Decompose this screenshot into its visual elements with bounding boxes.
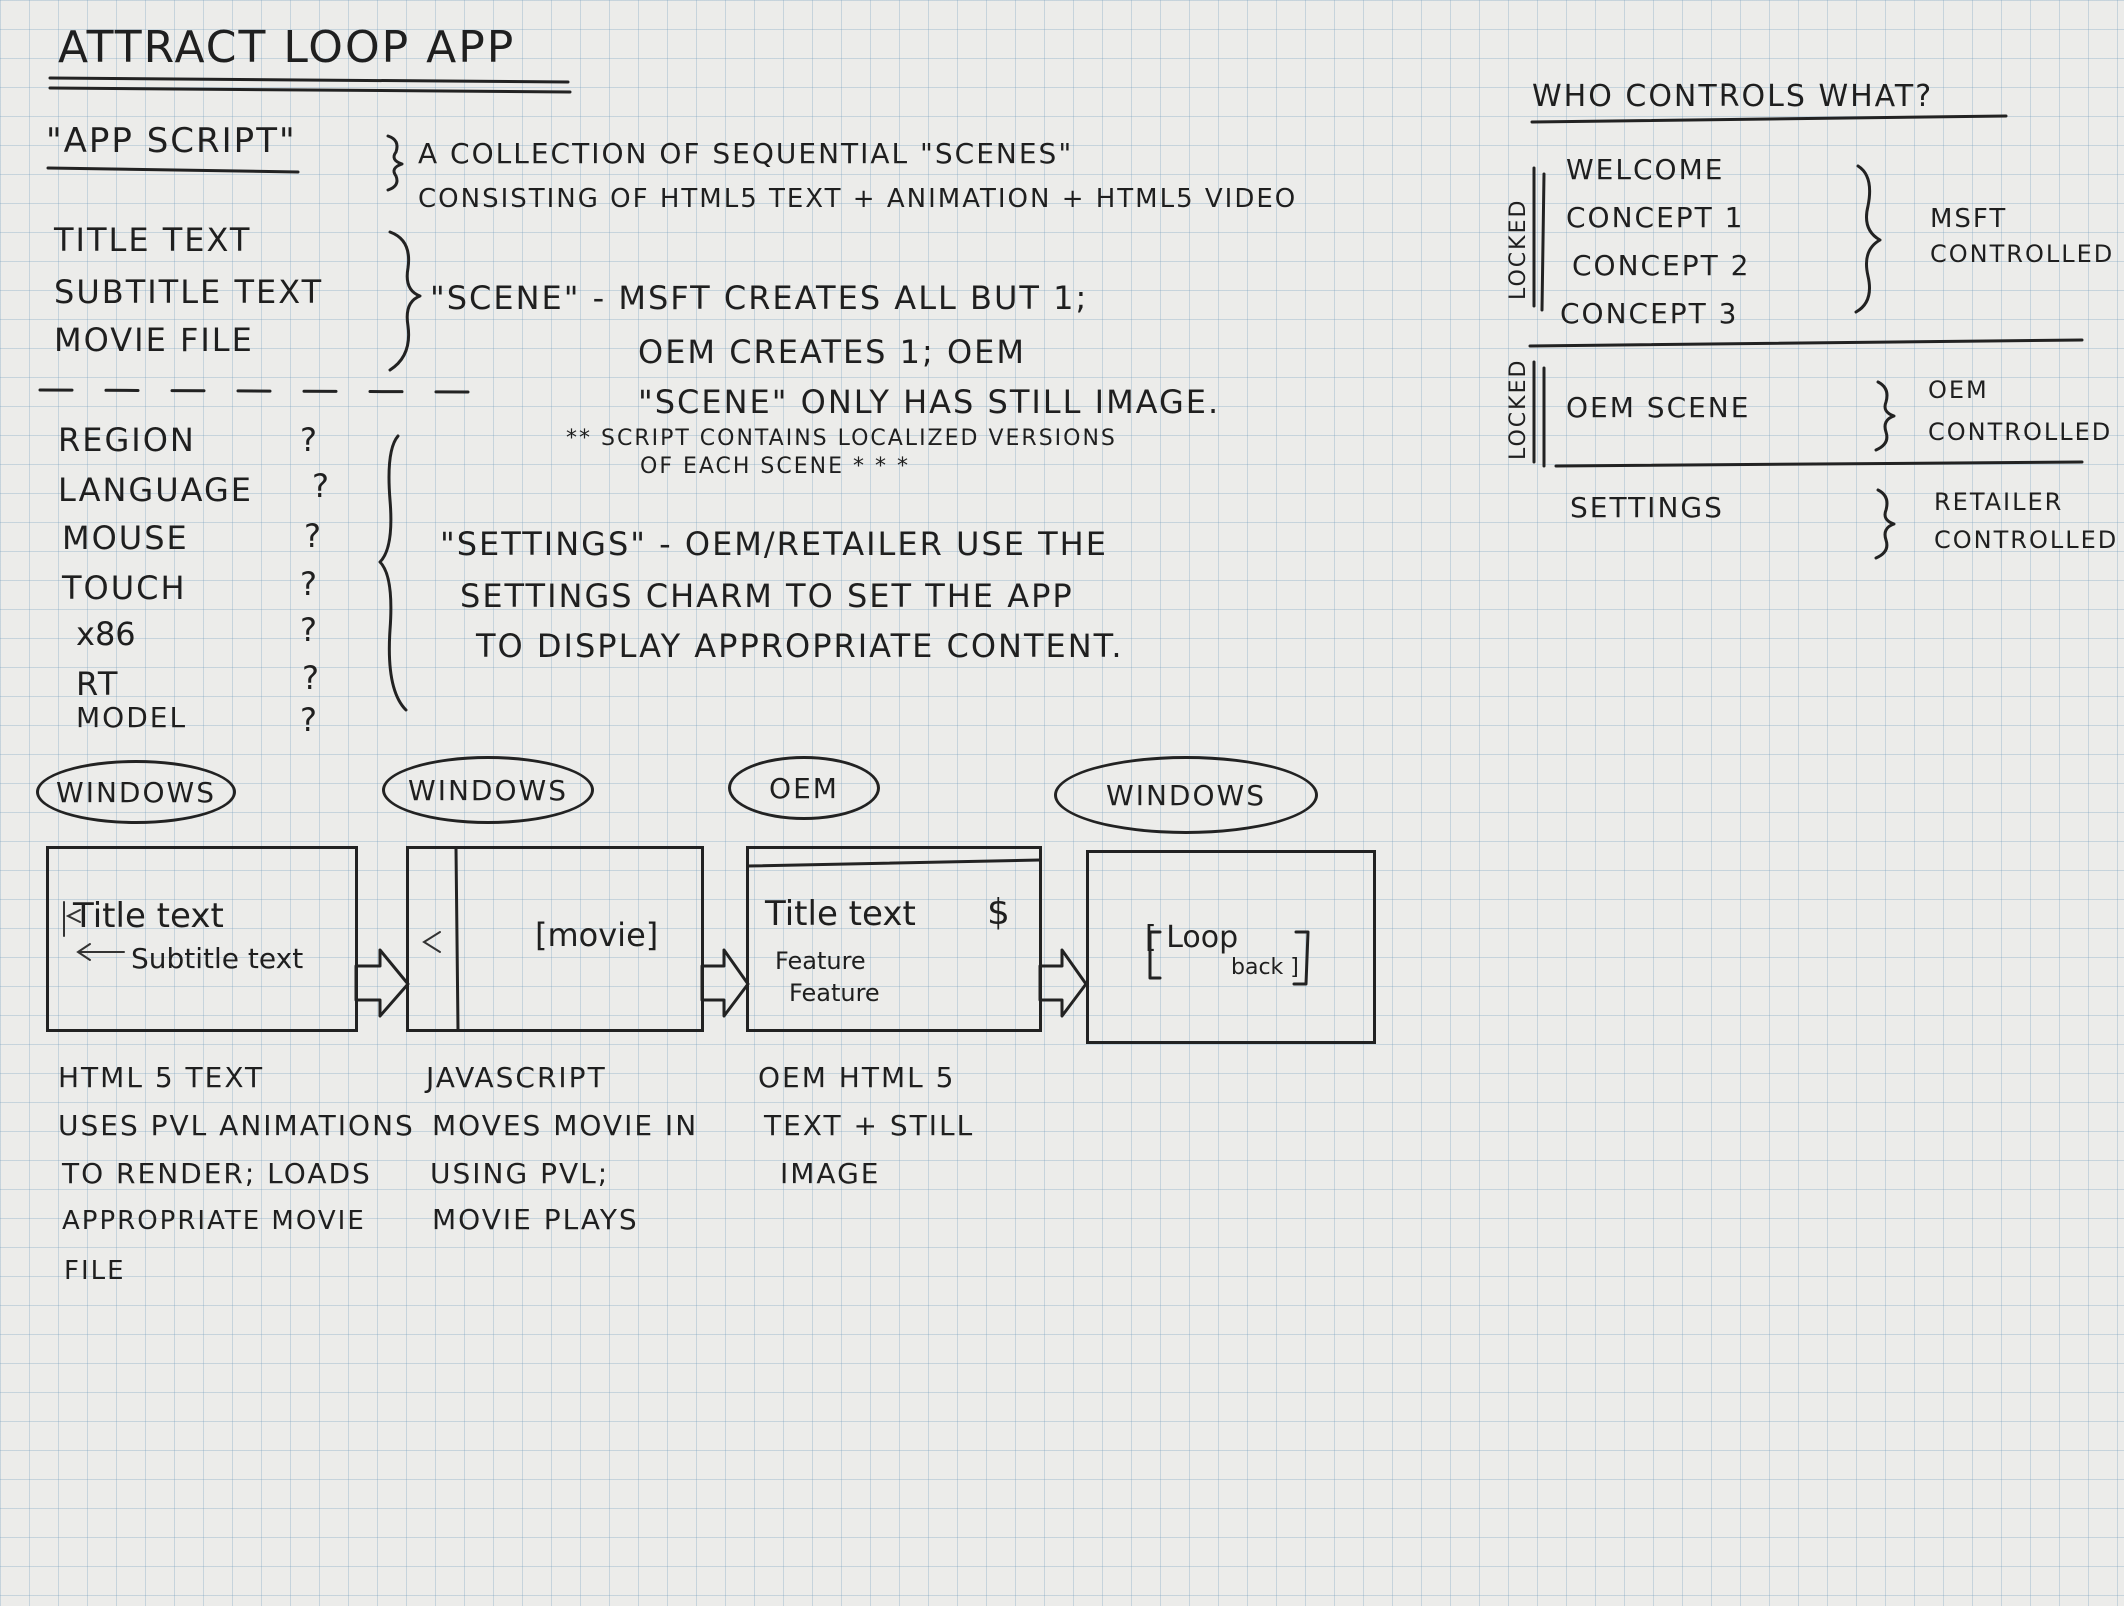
flow-note-3-2: text + still [764,1109,975,1142]
brace-oem [1874,380,1896,452]
who-item-concept-2: Concept 2 [1572,249,1751,282]
flow-note-2-4: movie plays [432,1203,639,1236]
flow-owner-2: Windows [382,756,594,824]
oem-controlled-label-1: OEM [1928,376,1989,404]
scene-item-subtitle-text: Subtitle text [54,273,324,311]
scene-1-arrow-title [65,909,81,923]
retailer-controlled-label-1: Retailer [1934,488,2064,516]
flow-note-1-4: appropriate movie [62,1206,366,1236]
who-item-settings: Settings [1570,491,1724,524]
app-script-label: "App Script" [46,121,297,161]
scene-item-title-text: Title text [54,221,252,259]
settings-q-rt: ? [302,659,321,697]
flow-note-1-5: file [64,1256,126,1286]
scene-note-4: ** Script contains localized versions [566,426,1117,451]
app-script-desc-2: consisting of HTML5 text + animation + H… [418,184,1298,214]
locked-bar-msft-2 [1540,172,1546,312]
flow-scene-2: [movie] [406,846,704,1032]
flow-note-2-3: using PVL; [430,1157,610,1190]
flow-scene-2-movie: [movie] [535,916,659,954]
flow-note-3-3: image [780,1157,881,1190]
settings-item-x86: x86 [76,615,136,653]
settings-q-touch: ? [300,565,319,603]
flow-scene-4: [ Loop back ] [1086,850,1376,1044]
flow-note-1-1: HTML 5 text [58,1061,265,1094]
loop-bracket-right [1292,930,1310,986]
title-underline-2 [48,86,572,94]
flow-scene-1-subtitle-text: Subtitle text [131,942,304,975]
scene-item-movie-file: Movie file [54,321,254,359]
settings-note-2: settings charm to set the app [460,577,1074,615]
settings-q-model: ? [300,701,319,739]
brace-app-script [386,134,404,192]
page-title: Attract Loop App [58,22,516,73]
scene-note-5: of each scene * * * [640,454,910,479]
flow-scene-3: Title text $ Feature Feature [746,846,1042,1032]
scene-1-arrow-subtitle [76,943,125,961]
who-divider-2 [1554,460,2084,468]
flow-scene-1-title-text: Title text [73,896,224,936]
who-title-underline [1530,114,2008,124]
flow-scene-1: Title text Subtitle text [46,846,358,1032]
oem-controlled-label-2: controlled [1928,418,2113,446]
transition-arrow-1 [354,948,410,1018]
scene-note-3: "Scene" only has still image. [638,383,1221,421]
flow-owner-4: Windows [1054,756,1318,834]
settings-item-touch: Touch [62,569,187,607]
transition-arrow-2 [700,948,750,1018]
app-script-underline [46,166,300,174]
who-item-concept-1: Concept 1 [1566,201,1745,234]
who-controls-title: Who controls what? [1532,79,1934,114]
flow-note-3-1: OEM HTML 5 [758,1061,956,1094]
dashed-divider [38,388,472,394]
flow-scene-4-loop: [ Loop [1145,920,1239,955]
settings-item-rt: RT [76,665,120,703]
flow-scene-3-feature-2: Feature [789,979,880,1007]
who-item-concept-3: Concept 3 [1560,297,1739,330]
scene-2-arrow [422,931,441,953]
settings-item-mouse: Mouse [62,519,189,557]
flow-scene-3-dollar: $ [987,892,1010,933]
settings-item-language: Language [58,471,253,509]
scene-3-top-line [746,858,1042,868]
settings-q-x86: ? [300,611,319,649]
transition-arrow-3 [1038,948,1088,1018]
msft-controlled-label-1: MSFT [1930,204,2008,234]
settings-q-mouse: ? [304,517,323,555]
loop-bracket-left [1148,930,1162,980]
settings-item-region: Region [58,421,196,459]
flow-note-1-3: to render; loads [62,1157,372,1190]
brace-settings [378,434,408,712]
flow-scene-3-feature-1: Feature [775,947,866,975]
settings-item-model: Model [76,701,188,734]
scene-note-1: "Scene" - MSFT creates all but 1; [430,279,1089,317]
flow-note-2-2: moves movie in [432,1109,699,1142]
brace-msft [1854,164,1882,314]
flow-owner-1: Windows [36,760,236,824]
flow-scene-4-back: back ] [1231,955,1299,980]
who-item-welcome: Welcome [1566,153,1725,186]
who-item-oem-scene: OEM scene [1566,391,1751,424]
flow-owner-3: OEM [728,756,880,820]
msft-controlled-label-2: controlled [1930,240,2115,268]
flow-scene-3-title-text: Title text [765,894,916,934]
flow-note-1-2: uses PVL animations [58,1109,415,1142]
scene-note-2: OEM creates 1; OEM [638,333,1026,371]
settings-q-region: ? [300,421,319,459]
settings-note-1: "Settings" - OEM/Retailer use the [440,525,1108,563]
settings-note-3: to display appropriate content. [476,627,1124,665]
brace-retailer [1874,488,1896,560]
who-divider-1 [1528,338,2084,348]
app-script-desc-1: A collection of sequential "scenes" [418,137,1074,170]
brace-scene [388,230,422,372]
scene-2-inner-line [454,846,460,1032]
flow-note-2-1: JavaScript [426,1061,607,1094]
title-underline-1 [48,76,570,84]
retailer-controlled-label-2: controlled [1934,526,2119,554]
settings-q-language: ? [312,467,331,505]
